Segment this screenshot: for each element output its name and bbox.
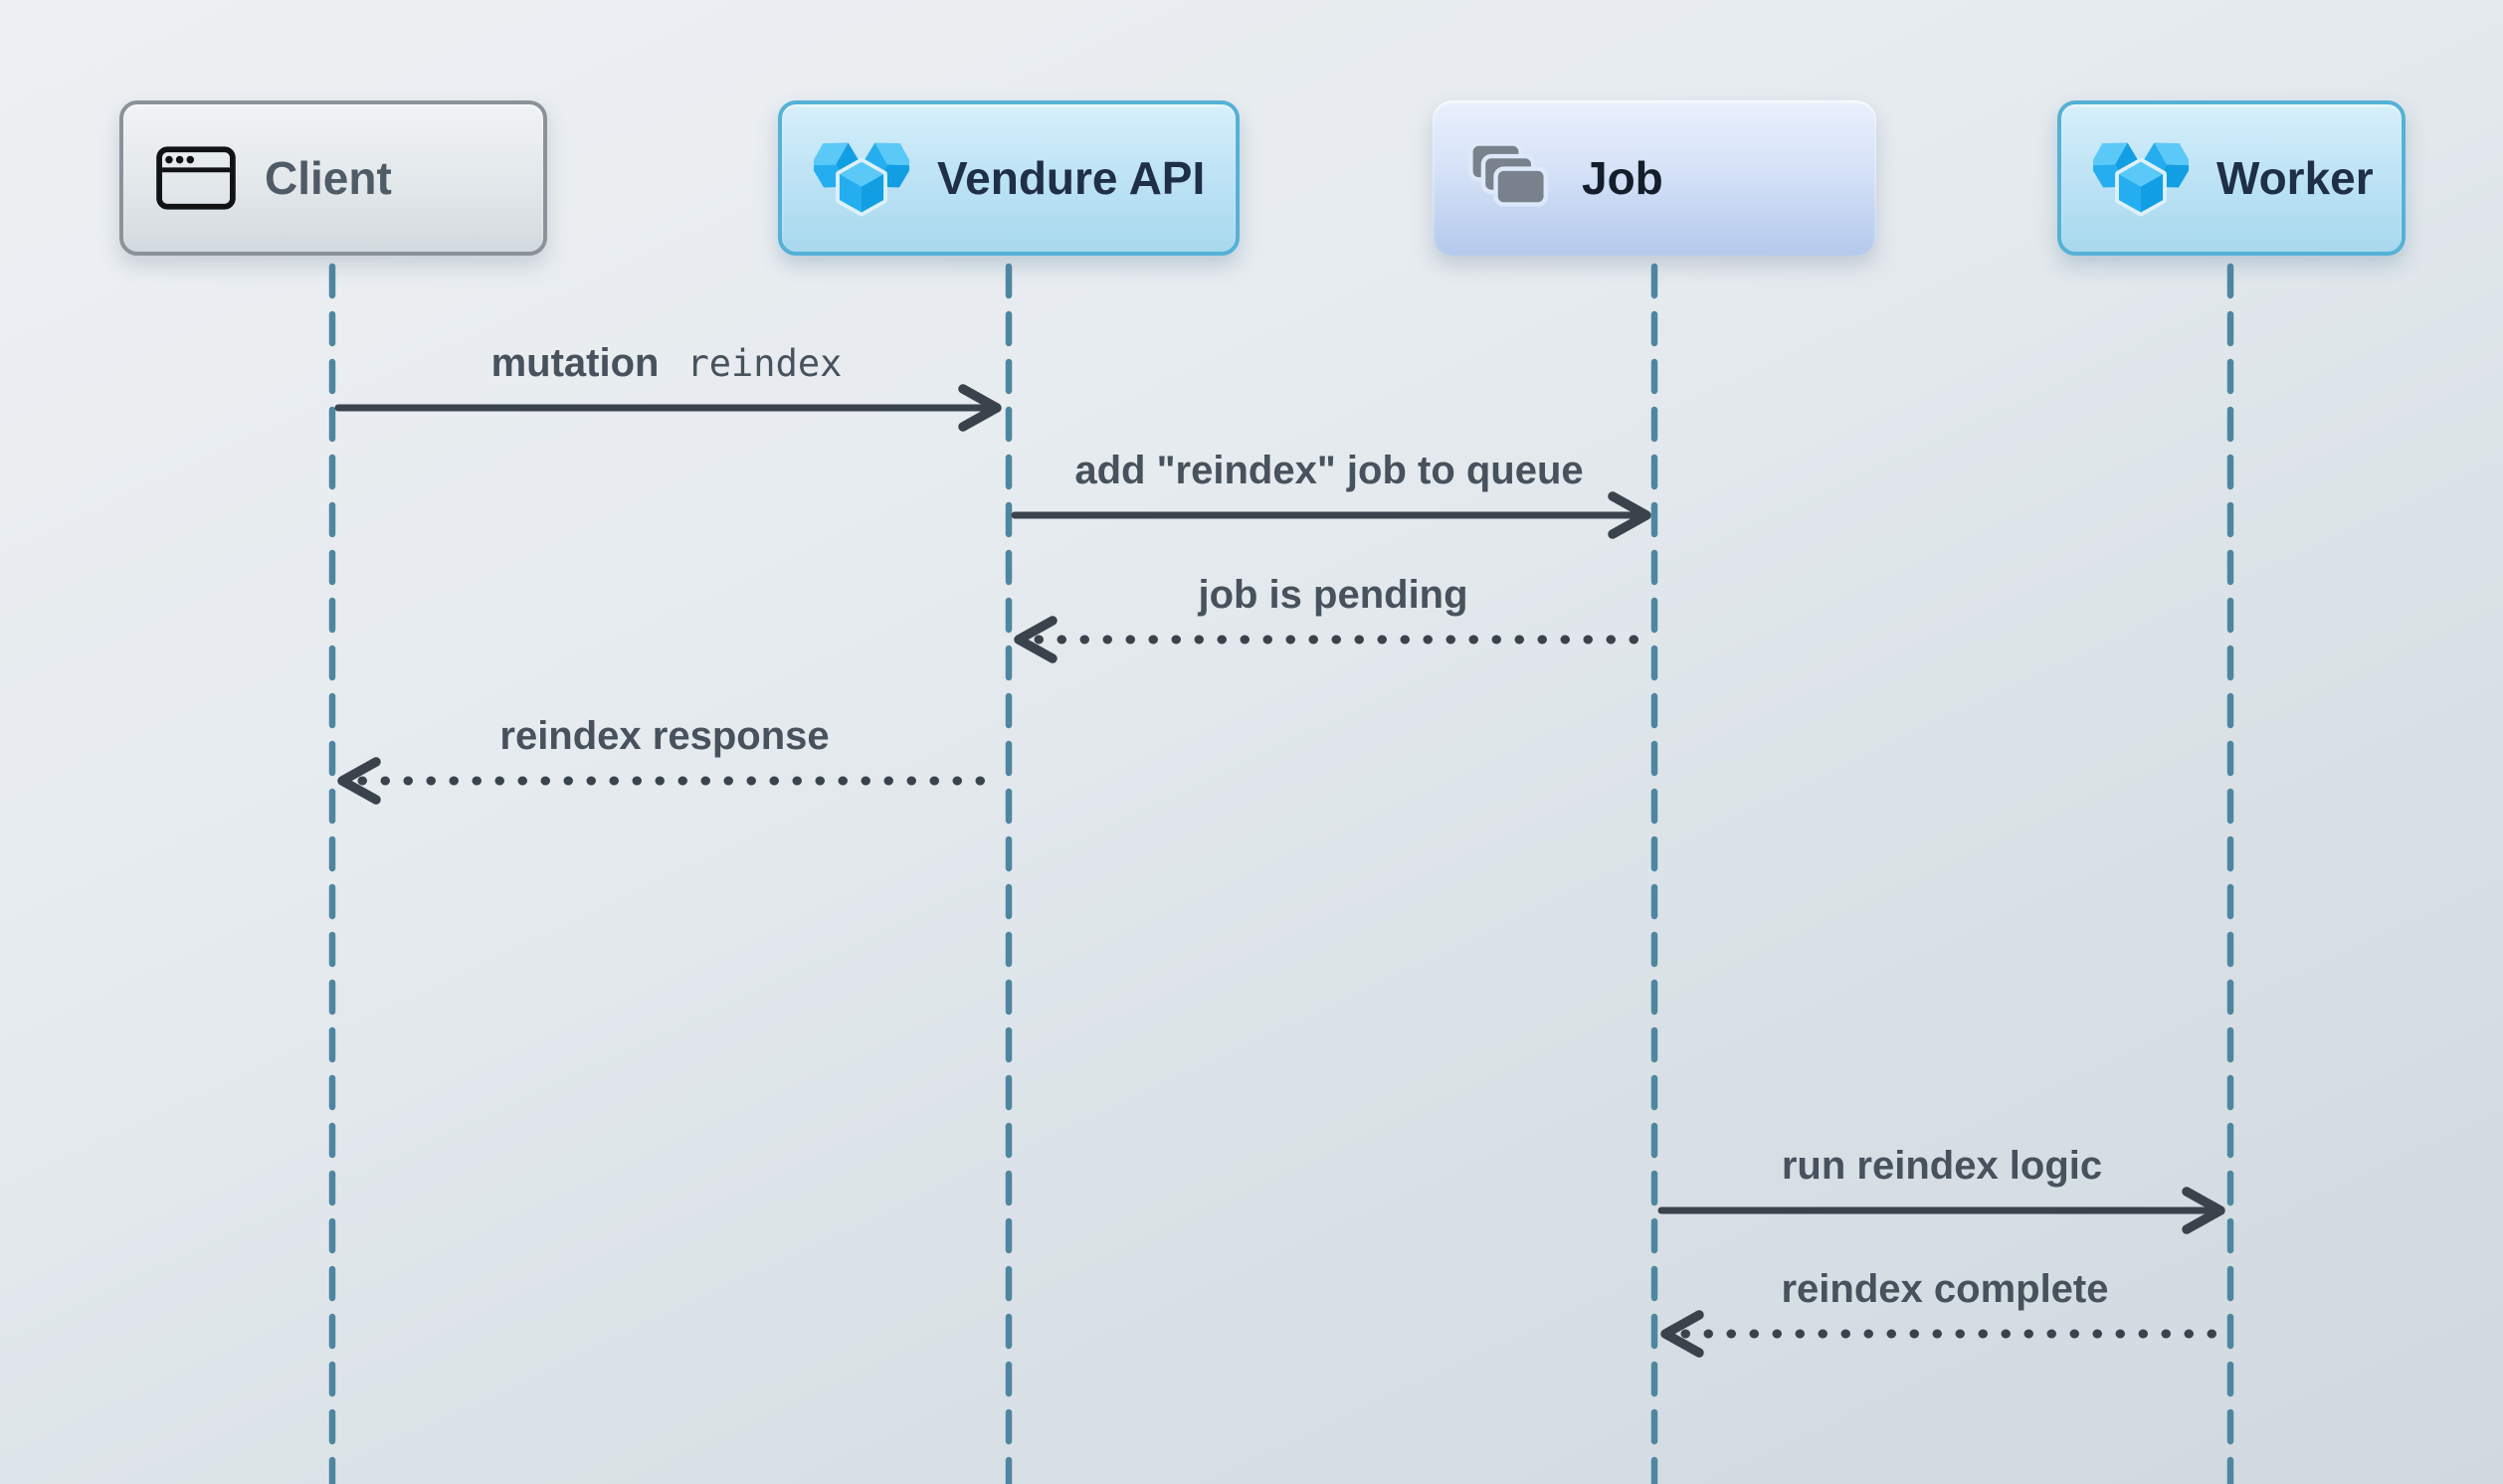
actor-vendure-api-label: Vendure API xyxy=(937,152,1206,204)
message-label-mutation-reindex: mutation reindex xyxy=(491,340,843,387)
message-arrow-run-reindex-logic xyxy=(1657,1187,2225,1234)
actor-job-label: Job xyxy=(1582,152,1663,204)
message-label-reindex-response: reindex response xyxy=(499,713,829,759)
message-text: reindex response xyxy=(499,714,830,758)
message-text: run reindex logic xyxy=(1781,1144,2103,1188)
vendure-logo-icon xyxy=(2093,130,2189,226)
message-arrow-add-job-to-queue xyxy=(1011,491,1651,539)
message-arrow-reindex-complete xyxy=(1660,1310,2227,1358)
message-text: job is pending xyxy=(1198,573,1468,617)
message-text: reindex complete xyxy=(1781,1267,2109,1311)
message-label-job-is-pending: job is pending xyxy=(1198,572,1467,618)
message-code-text: reindex xyxy=(686,342,843,385)
message-label-reindex-complete: reindex complete xyxy=(1781,1266,2108,1312)
vendure-logo-icon xyxy=(814,130,909,226)
actor-vendure-api: Vendure API xyxy=(778,100,1240,256)
actor-worker: Worker xyxy=(2057,100,2406,256)
message-arrow-job-is-pending xyxy=(1014,616,1651,663)
message-text: add "reindex" job to queue xyxy=(1074,449,1584,492)
actor-worker-label: Worker xyxy=(2216,152,2374,204)
message-arrow-reindex-response xyxy=(337,757,1006,805)
message-text: mutation xyxy=(490,341,660,385)
stacked-cards-icon xyxy=(1468,140,1549,207)
actor-client: Client xyxy=(119,100,547,256)
actor-job: Job xyxy=(1433,100,1876,256)
message-arrow-mutation-reindex xyxy=(334,384,1002,432)
message-label-run-reindex-logic: run reindex logic xyxy=(1782,1143,2102,1189)
actor-client-label: Client xyxy=(265,152,392,204)
browser-window-icon xyxy=(156,146,236,210)
message-label-add-job-to-queue: add "reindex" job to queue xyxy=(1074,448,1583,493)
